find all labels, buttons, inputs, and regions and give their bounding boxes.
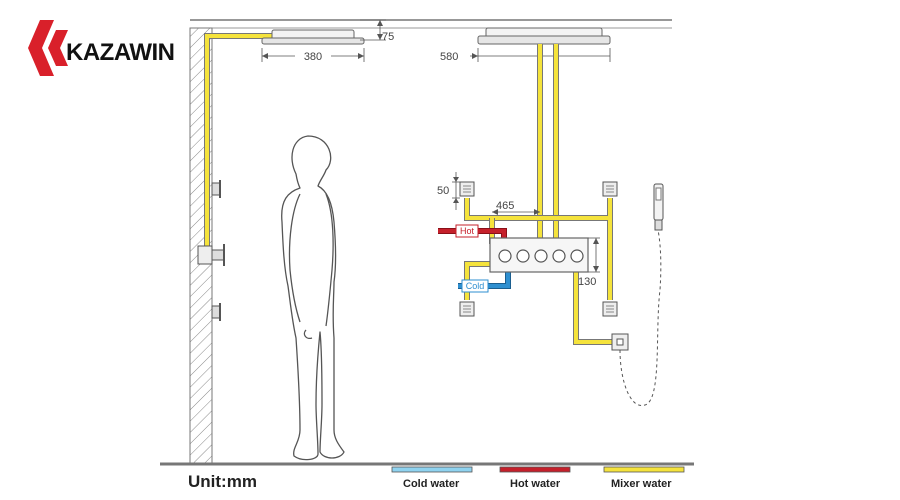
dimension-580: 580 — [440, 48, 611, 63]
hand-shower-outlet — [611, 333, 629, 351]
dim-label-380: 380 — [304, 51, 322, 63]
legend-item-cold: Cold water — [391, 466, 473, 490]
valve-knob-5 — [570, 249, 584, 263]
rain-head-supply-pipes — [537, 44, 559, 240]
hand-shower-hose — [619, 229, 662, 406]
body-jet-bottom-right — [602, 301, 618, 317]
ceiling — [190, 19, 672, 29]
legend-swatch-cold — [391, 466, 473, 473]
legend: Cold water Hot water Mixer water — [391, 466, 685, 490]
dim-label-75: 75 — [382, 31, 394, 43]
wall-jet-fitting-upper — [211, 180, 221, 198]
wall-mixer-pipe — [204, 33, 272, 260]
rain-head-large — [477, 27, 611, 45]
dimension-130: 130 — [578, 237, 600, 288]
brand-mark-inner-icon — [48, 30, 68, 66]
brand-logo: KAZAWIN — [28, 20, 175, 76]
valve-knob-3 — [534, 249, 548, 263]
body-jet-bottom-left — [459, 301, 475, 317]
cold-water-pipe: Cold — [458, 270, 511, 293]
hand-shower — [653, 183, 664, 231]
legend-swatch-hot — [499, 466, 571, 473]
cold-pipe-label: Cold — [466, 281, 485, 291]
rain-head-small — [261, 29, 365, 45]
legend-item-hot: Hot water — [499, 466, 571, 490]
dimension-50: 50 — [437, 172, 460, 210]
dimension-380: 380 — [261, 48, 365, 63]
valve-knob-2 — [516, 249, 530, 263]
brand-name: KAZAWIN — [66, 39, 174, 66]
valve-knob-1 — [498, 249, 512, 263]
body-jet-top-right — [602, 181, 618, 197]
dim-label-50: 50 — [437, 185, 449, 197]
dim-label-580: 580 — [440, 51, 458, 63]
legend-label-mixer: Mixer water — [611, 478, 672, 490]
dimension-465: 465 — [492, 200, 540, 215]
legend-label-hot: Hot water — [510, 478, 561, 490]
wall-valve-fitting — [197, 244, 225, 266]
dim-label-130: 130 — [578, 276, 596, 288]
dimension-75: 75 — [360, 19, 394, 43]
unit-label: Unit:mm — [188, 472, 257, 491]
legend-item-mixer: Mixer water — [603, 466, 685, 490]
body-jet-top-left — [459, 181, 475, 197]
legend-label-cold: Cold water — [403, 478, 460, 490]
wall-jet-fitting-lower — [211, 303, 221, 321]
legend-swatch-mixer — [603, 466, 685, 473]
hot-pipe-label: Hot — [460, 226, 475, 236]
brand-mark-icon — [28, 20, 54, 76]
dim-label-465: 465 — [496, 200, 514, 212]
human-figure — [281, 135, 345, 461]
valve-knob-4 — [552, 249, 566, 263]
thermostatic-valve — [489, 237, 589, 273]
